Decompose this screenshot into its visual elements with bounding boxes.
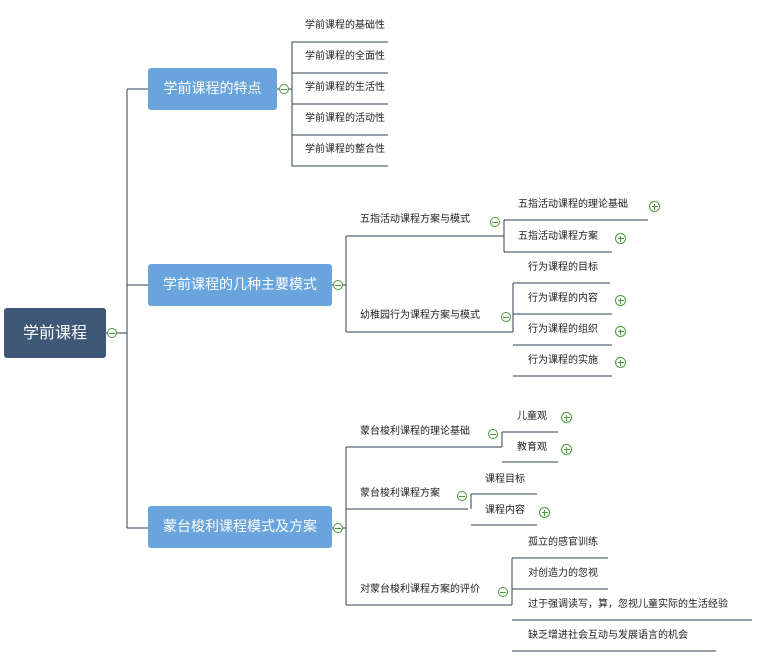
leaf-topic[interactable]: 行为课程的实施 xyxy=(528,355,598,366)
leaf-topic[interactable]: 学前课程的活动性 xyxy=(305,113,385,124)
root-node[interactable]: 学前课程 xyxy=(4,308,106,358)
leaf-topic[interactable]: 行为课程的组织 xyxy=(528,324,598,335)
subtopic[interactable]: 蒙台梭利课程的理论基础 xyxy=(360,426,470,437)
expand-icon[interactable] xyxy=(561,444,572,455)
collapse-icon[interactable] xyxy=(457,491,467,501)
expand-icon[interactable] xyxy=(615,326,626,337)
leaf-topic[interactable]: 学前课程的生活性 xyxy=(305,82,385,93)
branch-features[interactable]: 学前课程的特点 xyxy=(148,68,277,110)
leaf-topic[interactable]: 课程内容 xyxy=(485,505,525,516)
branch-models[interactable]: 学前课程的几种主要模式 xyxy=(148,264,332,306)
leaf-topic[interactable]: 五指活动课程方案 xyxy=(518,231,598,242)
leaf-topic[interactable]: 五指活动课程的理论基础 xyxy=(518,199,628,210)
subtopic[interactable]: 幼稚园行为课程方案与模式 xyxy=(360,310,480,321)
expand-icon[interactable] xyxy=(649,201,660,212)
leaf-topic[interactable]: 孤立的感官训练 xyxy=(528,537,598,548)
leaf-topic[interactable]: 学前课程的基础性 xyxy=(305,20,385,31)
subtopic[interactable]: 对蒙台梭利课程方案的评价 xyxy=(360,584,480,595)
leaf-topic[interactable]: 儿童观 xyxy=(517,411,547,422)
collapse-icon[interactable] xyxy=(279,84,289,94)
subtopic[interactable]: 蒙台梭利课程方案 xyxy=(360,488,440,499)
subtopic[interactable]: 五指活动课程方案与模式 xyxy=(360,214,470,225)
branch-montessori[interactable]: 蒙台梭利课程模式及方案 xyxy=(148,506,332,548)
leaf-topic[interactable]: 过于强调读写，算，忽视儿童实际的生活经验 xyxy=(528,599,728,610)
collapse-icon[interactable] xyxy=(490,217,500,227)
expand-icon[interactable] xyxy=(539,507,550,518)
leaf-topic[interactable]: 学前课程的整合性 xyxy=(305,144,385,155)
leaf-topic[interactable]: 行为课程的内容 xyxy=(528,293,598,304)
leaf-topic[interactable]: 课程目标 xyxy=(485,474,525,485)
expand-icon[interactable] xyxy=(615,233,626,244)
expand-icon[interactable] xyxy=(615,295,626,306)
leaf-topic[interactable]: 教育观 xyxy=(517,442,547,453)
collapse-icon[interactable] xyxy=(498,587,508,597)
expand-icon[interactable] xyxy=(615,357,626,368)
leaf-topic[interactable]: 缺乏增进社会互动与发展语言的机会 xyxy=(528,630,688,641)
collapse-icon[interactable] xyxy=(488,429,498,439)
collapse-icon[interactable] xyxy=(333,523,343,533)
expand-icon[interactable] xyxy=(561,412,572,423)
collapse-icon[interactable] xyxy=(501,312,511,322)
leaf-topic[interactable]: 对创造力的忽视 xyxy=(528,568,598,579)
collapse-icon[interactable] xyxy=(107,328,117,338)
leaf-topic[interactable]: 学前课程的全面性 xyxy=(305,51,385,62)
leaf-topic[interactable]: 行为课程的目标 xyxy=(528,262,598,273)
collapse-icon[interactable] xyxy=(333,280,343,290)
